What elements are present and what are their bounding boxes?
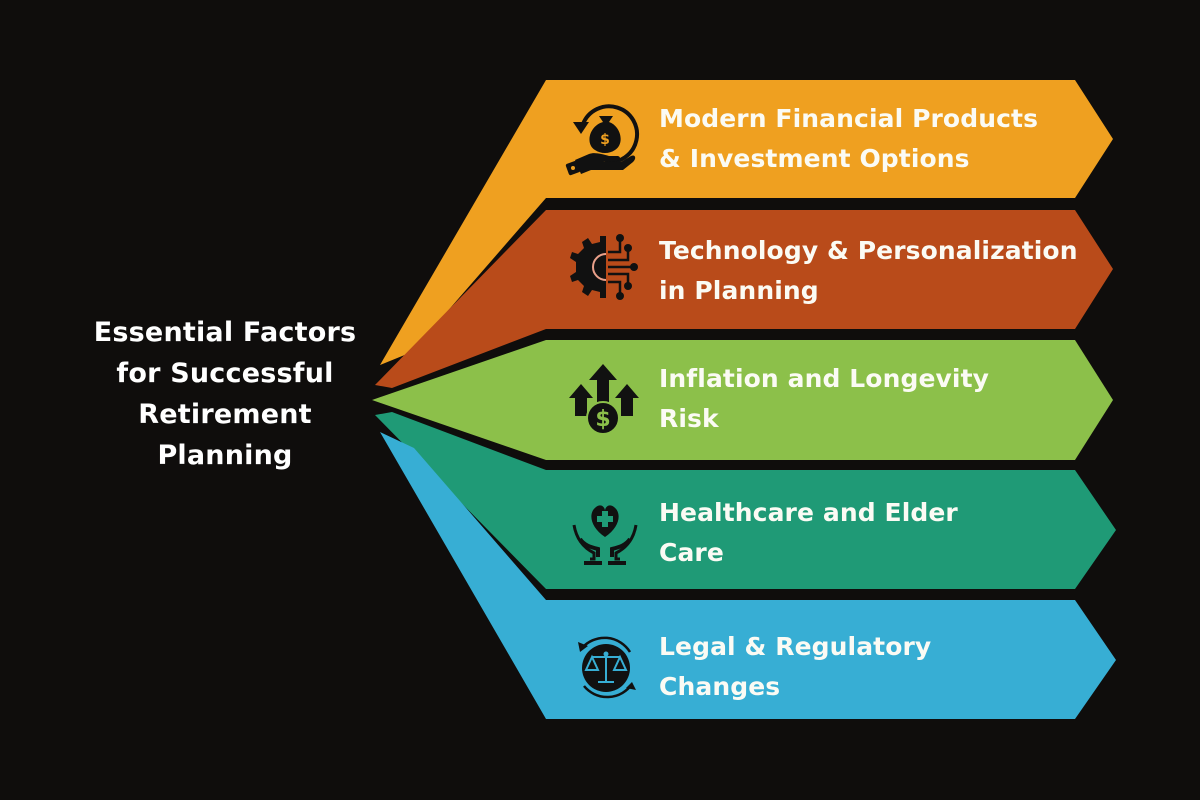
- factor-1-label: Modern Financial Products & Investment O…: [659, 99, 1038, 179]
- factor-4-line-1: Healthcare and Elder: [659, 498, 958, 527]
- band-3-shape: [372, 340, 1113, 460]
- factor-2-line-1: Technology & Personalization: [659, 236, 1078, 265]
- band-4-shape: [375, 412, 1116, 589]
- title-line-2: for Successful: [116, 358, 334, 389]
- diagram-title: Essential Factors for Successful Retirem…: [62, 312, 388, 476]
- factor-1-line-2: & Investment Options: [659, 144, 970, 173]
- rising-arrows-dollar-icon: $: [569, 364, 639, 435]
- title-line-4: Planning: [157, 440, 293, 471]
- factor-3-line-1: Inflation and Longevity: [659, 364, 990, 393]
- band-1-shape: [380, 80, 1113, 365]
- scales-cycle-icon: [578, 636, 636, 699]
- band-5-shape: [380, 432, 1116, 719]
- factor-2-label: Technology & Personalization in Planning: [659, 231, 1078, 311]
- band-2-shape: [375, 210, 1113, 388]
- title-line-3: Retirement: [138, 399, 312, 430]
- svg-text:$: $: [595, 407, 610, 432]
- money-bag-hand-cycle-icon: $: [565, 104, 640, 176]
- factor-2-line-2: in Planning: [659, 276, 819, 305]
- heart-hands-icon: [572, 505, 638, 565]
- gear-circuit-icon: [570, 234, 638, 300]
- factor-3-label: Inflation and Longevity Risk: [659, 359, 989, 439]
- factor-5-line-1: Legal & Regulatory: [659, 632, 932, 661]
- factor-1-line-1: Modern Financial Products: [659, 104, 1039, 133]
- factor-5-line-2: Changes: [659, 672, 781, 701]
- title-line-1: Essential Factors: [93, 317, 357, 348]
- svg-text:$: $: [600, 132, 610, 148]
- factor-5-label: Legal & Regulatory Changes: [659, 627, 931, 707]
- factor-3-line-2: Risk: [659, 404, 719, 433]
- factor-4-label: Healthcare and Elder Care: [659, 493, 958, 573]
- factor-4-line-2: Care: [659, 538, 724, 567]
